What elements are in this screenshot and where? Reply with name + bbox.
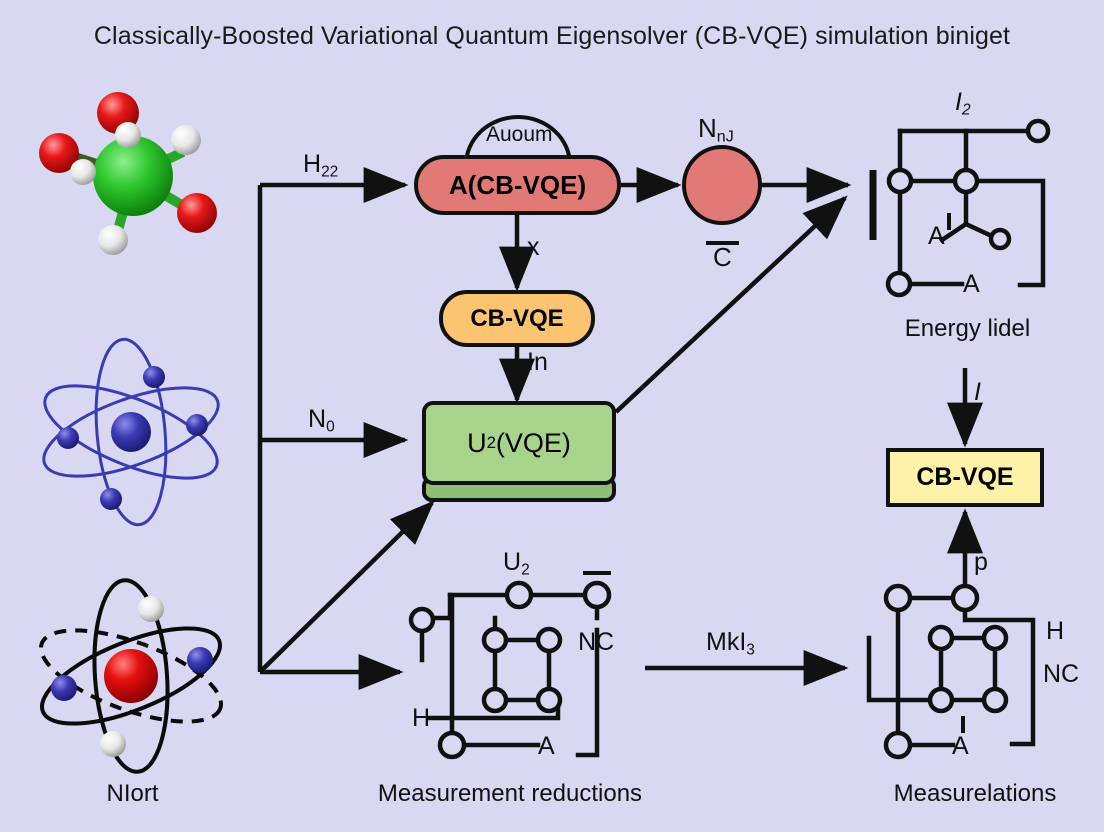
edge-n0-label: N0	[308, 405, 335, 436]
ml-right-top-label: H	[1046, 617, 1065, 645]
atom-red-illustration	[38, 578, 224, 774]
result-node[interactable]	[886, 448, 1044, 507]
energy-bottom-label: A	[963, 270, 980, 298]
hamiltonian-node[interactable]	[414, 155, 621, 215]
caption-measurelations: Measurelations	[893, 780, 1057, 807]
h22-base: H	[303, 150, 322, 178]
mr-top-sub: 2	[521, 561, 530, 579]
mr-bottom-label: A	[538, 732, 555, 760]
mki3-sub: 3	[746, 641, 755, 659]
circuit-measurement-reductions	[408, 580, 612, 760]
circle-node-top-sub: nJ	[716, 127, 734, 146]
edge-p-up-label: p	[974, 548, 988, 576]
mr-top-label: U2	[503, 548, 530, 579]
feedback-arc	[464, 115, 572, 166]
molecule-illustration	[39, 92, 217, 255]
edge-h22-label: H22	[303, 150, 338, 181]
mr-top-base: U	[503, 548, 522, 576]
edge-measurement-to-unitary	[260, 500, 435, 672]
edge-unitary-to-energy	[614, 195, 848, 414]
caption-left: NIort	[106, 780, 159, 807]
ml-bottom-label: A	[952, 732, 969, 760]
ml-right-label: NC	[1043, 660, 1080, 688]
mki3-base: MkI	[706, 628, 747, 656]
caption-energy: Energy lidel	[904, 315, 1031, 342]
n0-base: N	[308, 405, 327, 433]
mr-left-label: H	[412, 704, 431, 732]
energy-top-sub: 2	[961, 101, 971, 119]
feedback-arc-label: Auoum	[486, 123, 553, 146]
mr-right-label: NC	[578, 628, 615, 656]
unitary-node[interactable]	[422, 401, 616, 485]
energy-top-base: I	[955, 88, 962, 116]
page-title: Classically-Boosted Variational Quantum …	[93, 22, 1011, 50]
circuit-energy-lidel	[885, 118, 1051, 298]
edge-mki3-label: MkI3	[706, 628, 755, 659]
circle-node-top-base: N	[698, 113, 717, 143]
edge-in-label: In	[527, 348, 548, 376]
ansatz-node[interactable]	[439, 290, 595, 347]
atom-blue-illustration	[42, 337, 220, 527]
edge-x-label: x	[527, 233, 540, 261]
energy-top-label: I2	[955, 88, 971, 119]
atom-blue-particles	[57, 366, 208, 510]
circuit-measurelations	[866, 583, 1036, 760]
energy-mid-label: A	[928, 222, 945, 250]
n0-sub: 0	[326, 418, 335, 436]
circle-node-top-label: NnJ	[698, 113, 734, 147]
atom-red-particles	[51, 596, 213, 757]
circle-node-bottom-label: C	[713, 242, 732, 272]
caption-center: Measurement reductions	[377, 780, 643, 807]
h22-sub: 22	[321, 163, 339, 181]
edge-i-down-label: I	[974, 378, 981, 406]
measurement-circle-node[interactable]	[682, 145, 762, 225]
